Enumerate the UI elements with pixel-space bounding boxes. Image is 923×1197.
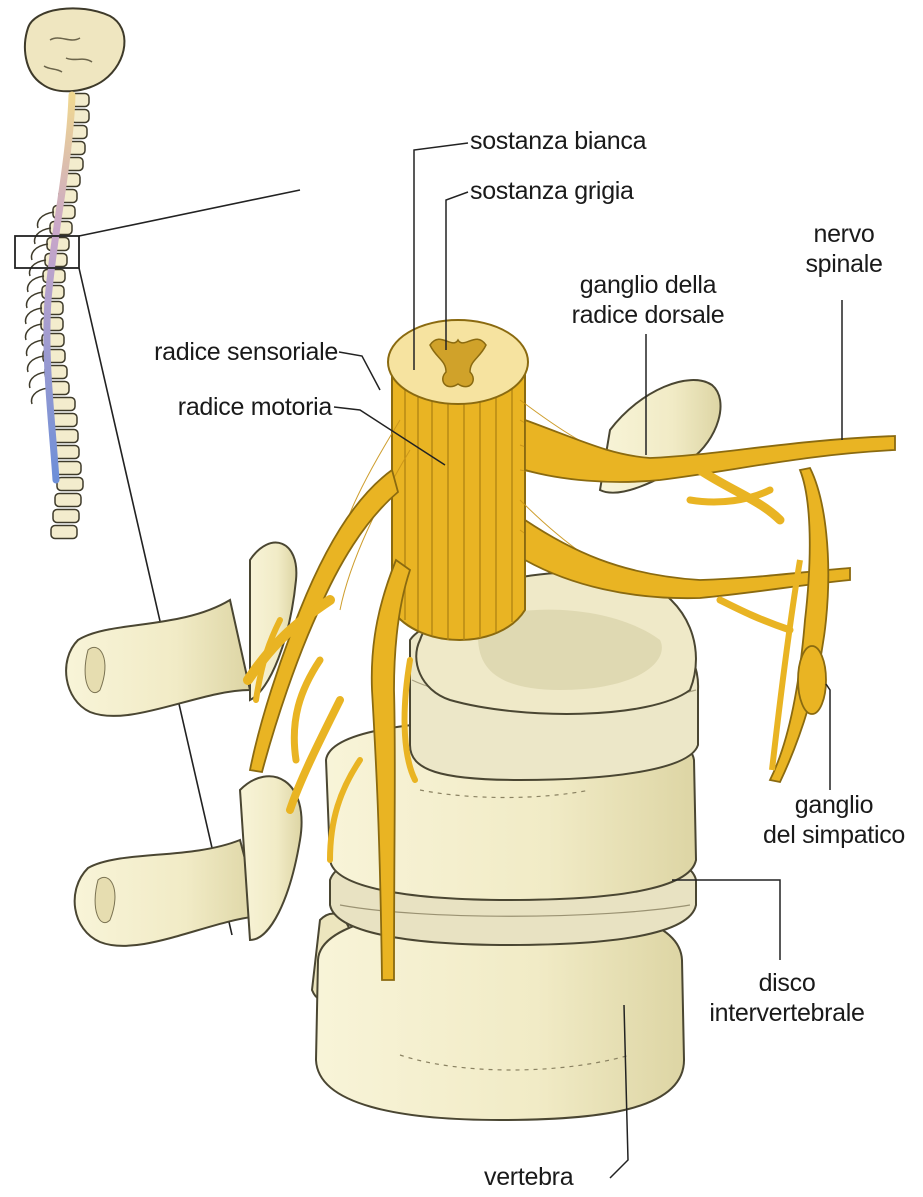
spine-vertebra: [53, 510, 79, 523]
spine-vertebra: [51, 526, 77, 539]
label-radice-sensoriale: radice sensoriale: [100, 337, 338, 367]
spine-vertebra: [57, 478, 83, 491]
spine-rib: [27, 340, 43, 356]
spine-rib: [32, 388, 48, 404]
label-radice-motoria: radice motoria: [130, 392, 332, 422]
label-disco-1: disco: [692, 968, 882, 998]
label-ganglio-simpatico-2: del simpatico: [748, 820, 920, 850]
label-disco-2: intervertebrale: [692, 998, 882, 1028]
spine-vertebra: [55, 494, 81, 507]
label-nervo-spinale-2: spinale: [786, 249, 902, 279]
spine-rib: [30, 372, 46, 388]
label-ganglio-simpatico-1: ganglio: [748, 790, 920, 820]
spine-rib: [28, 356, 44, 372]
label-sostanza-grigia: sostanza grigia: [470, 176, 634, 206]
label-vertebra: vertebra: [484, 1162, 573, 1192]
spine-rib: [26, 308, 42, 324]
label-sostanza-bianca: sostanza bianca: [470, 126, 646, 156]
sympathetic-ganglion: [798, 646, 826, 714]
label-ganglio-radice-2: radice dorsale: [548, 300, 748, 330]
spinal-cord-column: [392, 370, 525, 640]
leader-radice-sensoriale: [339, 352, 380, 390]
spine-rib: [26, 324, 42, 340]
label-nervo-spinale-1: nervo: [786, 219, 902, 249]
skull: [25, 8, 124, 91]
label-ganglio-radice-1: ganglio della: [548, 270, 748, 300]
leader-ganglio-simpatico: [826, 684, 830, 790]
